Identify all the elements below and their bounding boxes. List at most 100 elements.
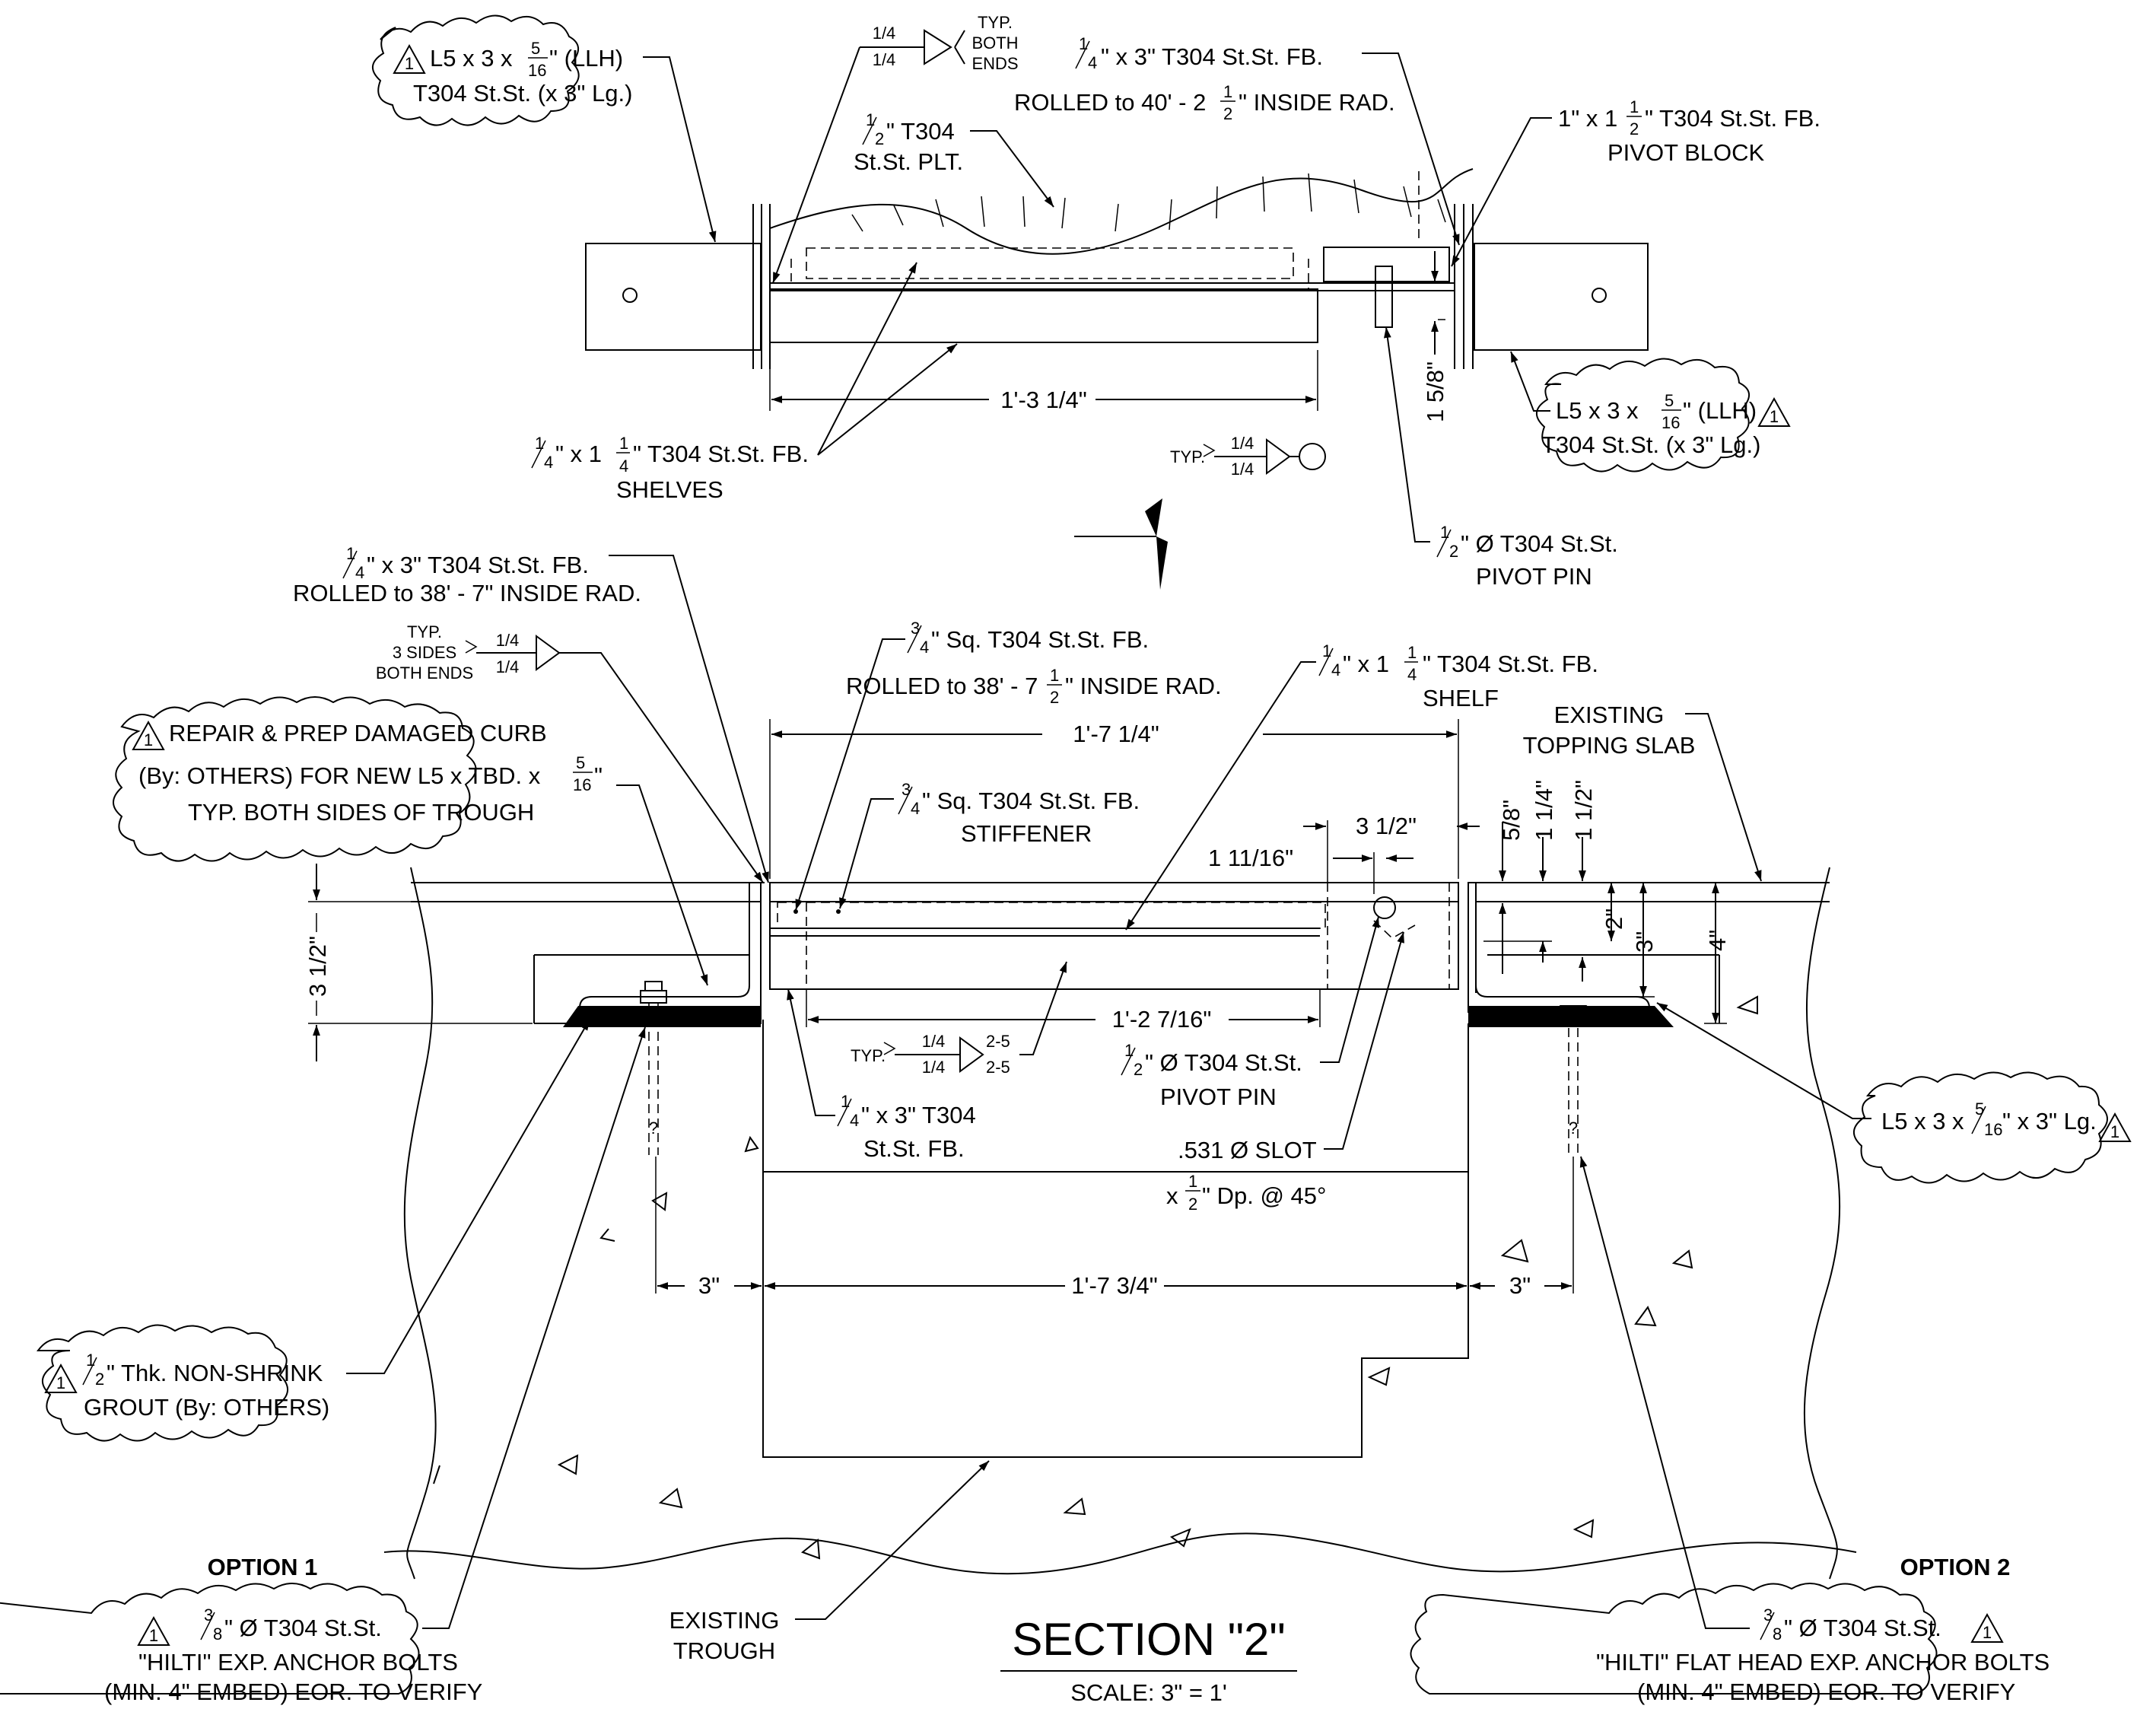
grout-pad-right — [1468, 1006, 1674, 1027]
svg-text:5: 5 — [1665, 391, 1674, 410]
svg-text:1: 1 — [535, 434, 544, 453]
svg-text:1/4: 1/4 — [1231, 460, 1254, 479]
section-left-break — [403, 867, 437, 1580]
svg-text:3 SIDES: 3 SIDES — [393, 643, 456, 662]
svg-text:2: 2 — [1050, 688, 1059, 707]
svg-text:1: 1 — [1050, 666, 1059, 685]
section-existing-trough-callout: EXISTING TROUGH — [669, 1460, 990, 1664]
svg-text:1: 1 — [2110, 1122, 2119, 1141]
svg-text:4: 4 — [850, 1111, 859, 1130]
plan-left-bolt-hole — [622, 288, 638, 303]
plan-pivot-block-callout: 1" x 1 1 2 " T304 St.St. FB. PIVOT BLOCK — [1451, 97, 1821, 267]
section-pivot-pin-callout: 1 2 " Ø T304 St.St. PIVOT PIN — [1121, 916, 1380, 1110]
section-bottom-break — [383, 1532, 1857, 1575]
svg-text:4: 4 — [619, 457, 628, 476]
svg-text:1/4: 1/4 — [496, 657, 520, 676]
svg-text:TYP.: TYP. — [1170, 447, 1205, 466]
dim-bottom-right-3: 3" — [1509, 1272, 1531, 1299]
svg-text:1/4: 1/4 — [922, 1058, 946, 1077]
svg-text:" x 3" T304: " x 3" T304 — [861, 1102, 976, 1128]
svg-text:STIFFENER: STIFFENER — [961, 820, 1092, 847]
plan-plate-callout: 1 2 " T304 St.St. PLT. — [854, 110, 1054, 208]
plan-pivot-dim: 1 5/8" — [1422, 361, 1448, 422]
svg-text:BOTH ENDS: BOTH ENDS — [376, 663, 473, 683]
svg-text:4: 4 — [1407, 665, 1417, 684]
dim-top-width: 1'-7 1/4" — [1073, 721, 1159, 747]
svg-text:3: 3 — [902, 780, 911, 799]
svg-text:SHELF: SHELF — [1423, 685, 1499, 711]
svg-text:": " — [594, 762, 603, 789]
svg-text:8: 8 — [213, 1624, 222, 1644]
svg-text:2: 2 — [1188, 1195, 1197, 1214]
svg-text:.531 Ø SLOT: .531 Ø SLOT — [1178, 1137, 1317, 1163]
dim-bottom-width: 1'-7 3/4" — [1071, 1272, 1157, 1299]
svg-text:" x 3" T304 St.St. FB.: " x 3" T304 St.St. FB. — [367, 552, 589, 578]
svg-text:1: 1 — [619, 434, 628, 453]
plan-right-angle — [1474, 243, 1649, 351]
svg-text:ROLLED to 38' - 7" INSIDE RAD.: ROLLED to 38' - 7" INSIDE RAD. — [293, 580, 641, 606]
anchor-bolt-left: ? — [640, 981, 667, 1155]
svg-text:" (LLH): " (LLH) — [549, 45, 623, 72]
svg-text:1" x 1: 1" x 1 — [1558, 105, 1617, 132]
svg-text:1: 1 — [1407, 643, 1417, 662]
svg-text:" Ø T304 St.St.: " Ø T304 St.St. — [1145, 1049, 1302, 1076]
svg-text:1/4: 1/4 — [922, 1032, 946, 1051]
plan-pivot-block — [1323, 247, 1450, 282]
plan-left-angle — [585, 243, 762, 351]
svg-text:2-5: 2-5 — [986, 1058, 1010, 1077]
svg-text:PIVOT PIN: PIVOT PIN — [1476, 563, 1592, 590]
svg-text:" T304 St.St. FB.: " T304 St.St. FB. — [1423, 651, 1598, 677]
svg-text:1: 1 — [346, 544, 355, 563]
svg-text:" Sq. T304 St.St. FB.: " Sq. T304 St.St. FB. — [931, 626, 1149, 653]
svg-text:TROUGH: TROUGH — [673, 1637, 775, 1664]
svg-text:1: 1 — [1124, 1041, 1134, 1060]
svg-text:ROLLED to 40' - 2: ROLLED to 40' - 2 — [1014, 89, 1206, 116]
option-1-label: OPTION 1 — [208, 1554, 318, 1580]
svg-text:" Thk. NON-SHRINK: " Thk. NON-SHRINK — [107, 1360, 323, 1386]
svg-text:1: 1 — [405, 54, 414, 73]
svg-text:" Dp. @ 45°: " Dp. @ 45° — [1202, 1182, 1326, 1209]
svg-text:4: 4 — [911, 799, 920, 818]
svg-text:1: 1 — [149, 1626, 158, 1645]
svg-text:L5 x 3 x: L5 x 3 x — [1556, 397, 1639, 424]
svg-text:4: 4 — [355, 563, 364, 582]
svg-text:TYP.: TYP. — [851, 1046, 886, 1065]
dim-5-8: 5/8" — [1498, 800, 1525, 841]
svg-text:T304 St.St. (x 3" Lg.): T304 St.St. (x 3" Lg.) — [413, 80, 632, 107]
svg-text:3: 3 — [1763, 1605, 1773, 1624]
svg-text:2: 2 — [1134, 1060, 1143, 1079]
svg-text:1: 1 — [1770, 407, 1779, 426]
svg-text:16: 16 — [1984, 1120, 2002, 1139]
svg-text:" x 3" T304 St.St. FB.: " x 3" T304 St.St. FB. — [1101, 43, 1323, 70]
svg-text:1: 1 — [866, 110, 875, 129]
grout-pad-left — [563, 1006, 761, 1027]
dim-inner-width: 1'-2 7/16" — [1112, 1006, 1212, 1033]
svg-text:1: 1 — [841, 1092, 850, 1111]
dim-1-1-2: 1 1/2" — [1570, 780, 1597, 841]
svg-text:(By: OTHERS) FOR NEW L5 x TBD.: (By: OTHERS) FOR NEW L5 x TBD. x — [138, 762, 541, 789]
svg-text:1/4: 1/4 — [873, 24, 896, 43]
svg-text:" T304 St.St. FB.: " T304 St.St. FB. — [1645, 105, 1821, 132]
scale-label: SCALE: 3" = 1' — [1070, 1679, 1227, 1706]
svg-text:1: 1 — [56, 1373, 65, 1392]
svg-text:(MIN. 4" EMBED) EOR. TO VERIFY: (MIN. 4" EMBED) EOR. TO VERIFY — [104, 1679, 482, 1705]
svg-text:(MIN. 4" EMBED) EOR. TO VERIFY: (MIN. 4" EMBED) EOR. TO VERIFY — [1637, 1679, 2015, 1705]
existing-trough — [762, 1020, 1469, 1458]
svg-text:4: 4 — [544, 453, 553, 472]
svg-text:BOTH: BOTH — [971, 33, 1018, 53]
section-fb-3-callout: 1 4 " x 3" T304 St.St. FB. — [787, 988, 976, 1162]
svg-text:"HILTI" FLAT HEAD EXP. ANCHOR: "HILTI" FLAT HEAD EXP. ANCHOR BOLTS — [1596, 1649, 2049, 1675]
svg-text:?: ? — [649, 1119, 658, 1138]
concrete-aggregate — [433, 995, 1758, 1560]
section-shelf-callout: 1 4 " x 1 1 4 " T304 St.St. FB. SHELF — [1125, 641, 1598, 931]
section-pivot-pin-circle — [1373, 896, 1396, 919]
plan-right-bolt-hole — [1592, 288, 1607, 303]
plan-pivot-pin-callout: 1 2 " Ø T304 St.St. PIVOT PIN — [1384, 326, 1618, 590]
svg-text:" Ø T304 St.St.: " Ø T304 St.St. — [224, 1615, 382, 1641]
svg-text:4: 4 — [920, 638, 929, 657]
anchor-bolt-right: ? — [1559, 1005, 1588, 1157]
section-sq-fb-callout: 3 4 " Sq. T304 St.St. FB. ROLLED to 38' … — [795, 619, 1222, 911]
section-anchor-right-callout: 3 8 " Ø T304 St.St. 1 "HILTI" FLAT HEAD … — [1410, 1156, 2049, 1705]
svg-text:1: 1 — [1630, 97, 1639, 116]
svg-text:SHELVES: SHELVES — [616, 476, 723, 503]
